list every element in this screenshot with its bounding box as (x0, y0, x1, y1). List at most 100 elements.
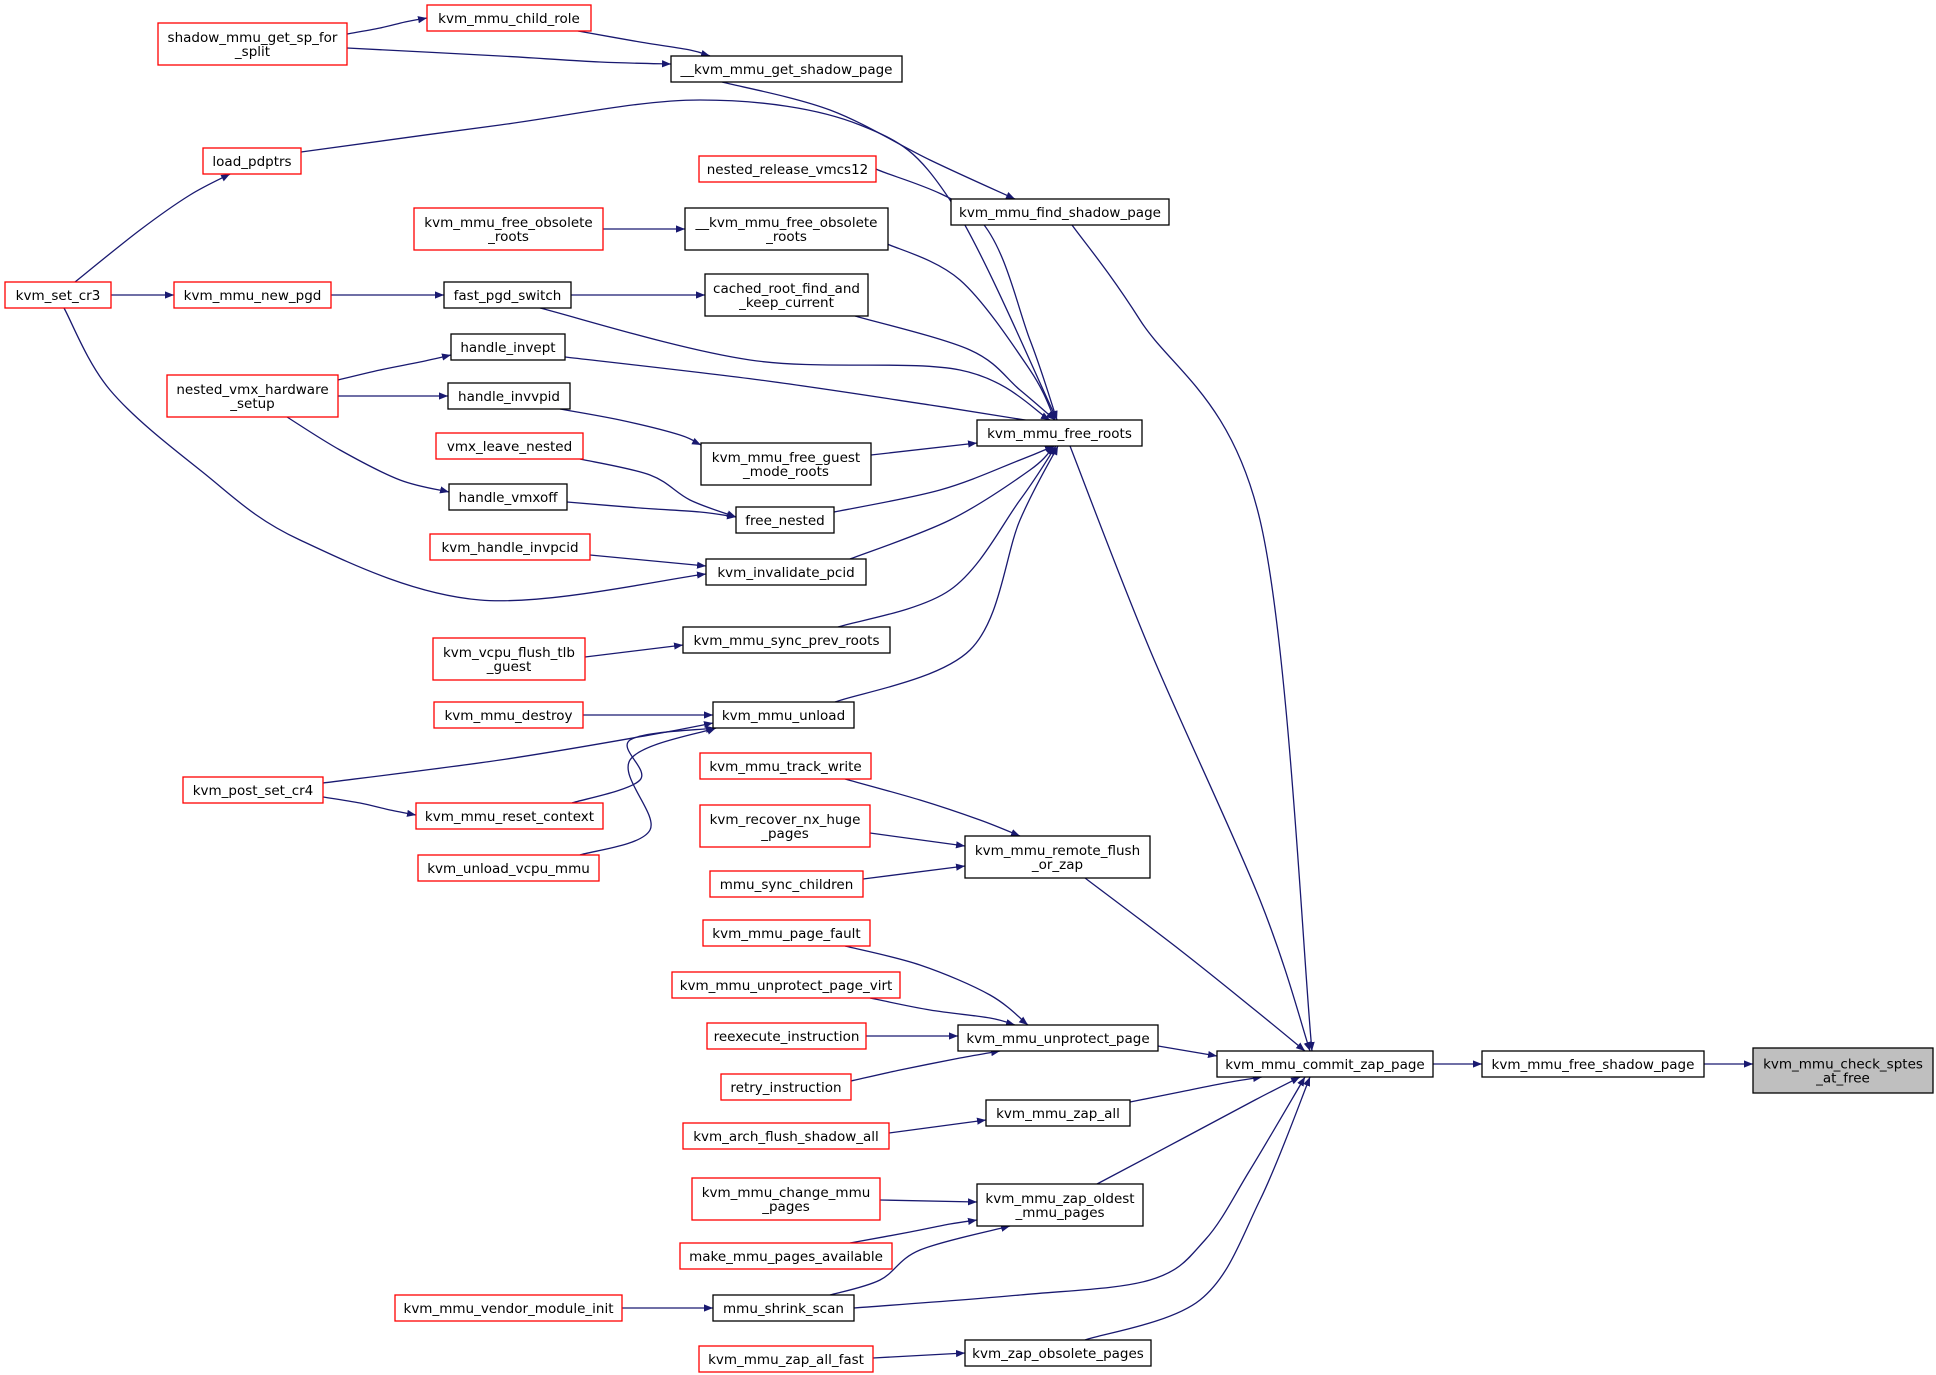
node-kvm_mmu_free_shadow_page[interactable]: kvm_mmu_free_shadow_page (1481, 1050, 1705, 1078)
node-mmu_shrink_scan[interactable]: mmu_shrink_scan (712, 1294, 855, 1322)
node-box (435, 432, 584, 460)
node-kvm_mmu_unload[interactable]: kvm_mmu_unload (712, 701, 855, 729)
edge-kvm_mmu_reset_context-to-kvm_mmu_unload (571, 725, 716, 804)
node-kvm_mmu_zap_oldest_mmu_pages[interactable]: kvm_mmu_zap_oldest_mmu_pages (976, 1183, 1144, 1227)
edge-kvm_mmu_free_guest_mode_roots-to-kvm_mmu_free_roots (870, 440, 978, 456)
edge-kvm_mmu_unprotect_page_virt-to-kvm_mmu_unprotect_page (869, 997, 1016, 1026)
node-label: _pages (760, 826, 809, 842)
edge-mmu_shrink_scan-to-kvm_mmu_commit_zap_page (853, 1076, 1306, 1309)
node-box (964, 835, 1151, 879)
edge-kvm_zap_obsolete_pages-to-kvm_mmu_commit_zap_page (1084, 1076, 1311, 1341)
node-kvm_mmu_sync_prev_roots[interactable]: kvm_mmu_sync_prev_roots (682, 626, 891, 654)
node-vmx_leave_nested[interactable]: vmx_leave_nested (435, 432, 584, 460)
node-box (704, 273, 869, 317)
node-kvm_mmu_commit_zap_page[interactable]: kvm_mmu_commit_zap_page (1216, 1050, 1434, 1078)
node-label: _pages (761, 1199, 810, 1215)
edge-kvm_post_set_cr4-to-kvm_mmu_unload (322, 721, 714, 784)
node-kvm_mmu_check_sptes_at_free[interactable]: kvm_mmu_check_sptes_at_free (1752, 1047, 1934, 1094)
node-load_pdptrs[interactable]: load_pdptrs (202, 147, 302, 175)
node-kvm_mmu_new_pgd[interactable]: kvm_mmu_new_pgd (173, 281, 332, 309)
node-nested_vmx_hardware_setup[interactable]: nested_vmx_hardware_setup (166, 374, 339, 418)
edge-kvm_unload_vcpu_mmu-to-kvm_mmu_unload (579, 727, 717, 856)
node-reexecute_instruction[interactable]: reexecute_instruction (706, 1022, 867, 1050)
node-box (682, 1122, 890, 1150)
node-kvm_post_set_cr4[interactable]: kvm_post_set_cr4 (182, 776, 324, 804)
node-fast_pgd_switch[interactable]: fast_pgd_switch (443, 281, 572, 309)
node-box (202, 147, 302, 175)
node-handle_invvpid[interactable]: handle_invvpid (447, 382, 571, 410)
edge-nested_vmx_hardware_setup-to-handle_vmxoff (286, 416, 450, 494)
node-kvm_zap_obsolete_pages[interactable]: kvm_zap_obsolete_pages (964, 1339, 1152, 1367)
node-label: kvm_post_set_cr4 (193, 783, 314, 799)
node-nested_release_vmcs12[interactable]: nested_release_vmcs12 (698, 155, 877, 183)
edge-kvm_mmu_page_fault-to-kvm_mmu_unprotect_page (844, 945, 1029, 1026)
edge-shadow_mmu_get_sp_for_split-to-kvm_mmu_child_role (346, 16, 428, 35)
node-box (1752, 1047, 1934, 1094)
node-label: kvm_mmu_page_fault (712, 926, 860, 942)
node-retry_instruction[interactable]: retry_instruction (720, 1073, 852, 1101)
node-shadow_mmu_get_sp_for_split[interactable]: shadow_mmu_get_sp_for_split (157, 22, 348, 66)
node-kvm_mmu_track_write[interactable]: kvm_mmu_track_write (699, 752, 872, 780)
node-kvm_mmu_page_fault[interactable]: kvm_mmu_page_fault (702, 919, 871, 947)
node-label: kvm_mmu_free_shadow_page (1492, 1057, 1695, 1073)
node-mmu_sync_children[interactable]: mmu_sync_children (709, 870, 864, 898)
node-label: nested_vmx_hardware (176, 382, 328, 398)
node-kvm_mmu_find_shadow_page[interactable]: kvm_mmu_find_shadow_page (950, 198, 1170, 226)
node-box (964, 1339, 1152, 1367)
edge-kvm_mmu_sync_prev_roots-to-kvm_mmu_free_roots (837, 445, 1057, 628)
node-free_nested[interactable]: free_nested (735, 506, 835, 534)
node-label: kvm_arch_flush_shadow_all (693, 1129, 879, 1145)
node-kvm_mmu_unprotect_page[interactable]: kvm_mmu_unprotect_page (957, 1024, 1159, 1052)
node-box (448, 483, 568, 511)
node-kvm_mmu_destroy[interactable]: kvm_mmu_destroy (433, 701, 584, 729)
node-kvm_recover_nx_huge_pages[interactable]: kvm_recover_nx_huge_pages (699, 804, 871, 848)
node-label: kvm_mmu_unprotect_page_virt (680, 978, 893, 994)
node-cached_root_find_and_keep_current[interactable]: cached_root_find_and_keep_current (704, 273, 869, 317)
node-kvm_vcpu_flush_tlb_guest[interactable]: kvm_vcpu_flush_tlb_guest (432, 637, 586, 681)
node-__kvm_mmu_free_obsolete_roots[interactable]: __kvm_mmu_free_obsolete_roots (684, 207, 889, 251)
edge-kvm_invalidate_pcid-to-kvm_mmu_free_roots (849, 445, 1055, 560)
node-kvm_invalidate_pcid[interactable]: kvm_invalidate_pcid (705, 558, 867, 586)
node-kvm_set_cr3[interactable]: kvm_set_cr3 (4, 281, 112, 309)
node-label: kvm_zap_obsolete_pages (972, 1346, 1144, 1362)
node-box (173, 281, 332, 309)
node-kvm_mmu_free_roots[interactable]: kvm_mmu_free_roots (976, 419, 1143, 447)
node-kvm_mmu_unprotect_page_virt[interactable]: kvm_mmu_unprotect_page_virt (671, 971, 901, 999)
node-label: kvm_mmu_sync_prev_roots (693, 633, 879, 649)
node-kvm_mmu_zap_all[interactable]: kvm_mmu_zap_all (985, 1099, 1131, 1127)
node-box (699, 804, 871, 848)
node-box (447, 382, 571, 410)
node-label: load_pdptrs (212, 154, 291, 170)
node-label: kvm_set_cr3 (16, 288, 101, 304)
node-label: kvm_mmu_zap_all_fast (708, 1352, 864, 1368)
edge-kvm_handle_invpcid-to-kvm_invalidate_pcid (589, 554, 707, 569)
node-box (957, 1024, 1159, 1052)
node-kvm_mmu_remote_flush_or_zap[interactable]: kvm_mmu_remote_flush_or_zap (964, 835, 1151, 879)
node-label: kvm_mmu_change_mmu (702, 1185, 871, 1201)
edge-cached_root_find_and_keep_current-to-kvm_mmu_free_roots (854, 315, 1056, 421)
node-handle_vmxoff[interactable]: handle_vmxoff (448, 483, 568, 511)
edge-kvm_mmu_track_write-to-kvm_mmu_remote_flush_or_zap (844, 778, 1021, 837)
node-label: _roots (765, 229, 807, 245)
node-kvm_mmu_change_mmu_pages[interactable]: kvm_mmu_change_mmu_pages (691, 1177, 881, 1221)
node-box (1481, 1050, 1705, 1078)
node-kvm_mmu_zap_all_fast[interactable]: kvm_mmu_zap_all_fast (698, 1345, 874, 1373)
node-__kvm_mmu_get_shadow_page[interactable]: __kvm_mmu_get_shadow_page (670, 55, 903, 83)
node-box (700, 442, 872, 486)
node-handle_invept[interactable]: handle_invept (450, 333, 566, 361)
node-kvm_mmu_child_role[interactable]: kvm_mmu_child_role (426, 4, 592, 32)
node-box (682, 626, 891, 654)
node-kvm_mmu_reset_context[interactable]: kvm_mmu_reset_context (415, 802, 604, 830)
node-kvm_unload_vcpu_mmu[interactable]: kvm_unload_vcpu_mmu (417, 854, 600, 882)
edge-kvm_arch_flush_shadow_all-to-kvm_mmu_zap_all (888, 1117, 987, 1134)
node-kvm_arch_flush_shadow_all[interactable]: kvm_arch_flush_shadow_all (682, 1122, 890, 1150)
node-kvm_handle_invpcid[interactable]: kvm_handle_invpcid (429, 533, 591, 561)
node-kvm_mmu_vendor_module_init[interactable]: kvm_mmu_vendor_module_init (394, 1294, 623, 1322)
node-box (985, 1099, 1131, 1127)
node-box (429, 533, 591, 561)
node-make_mmu_pages_available[interactable]: make_mmu_pages_available (679, 1242, 893, 1270)
node-kvm_mmu_free_obsolete_roots[interactable]: kvm_mmu_free_obsolete_roots (413, 207, 604, 251)
node-kvm_mmu_free_guest_mode_roots[interactable]: kvm_mmu_free_guest_mode_roots (700, 442, 872, 486)
node-box (166, 374, 339, 418)
